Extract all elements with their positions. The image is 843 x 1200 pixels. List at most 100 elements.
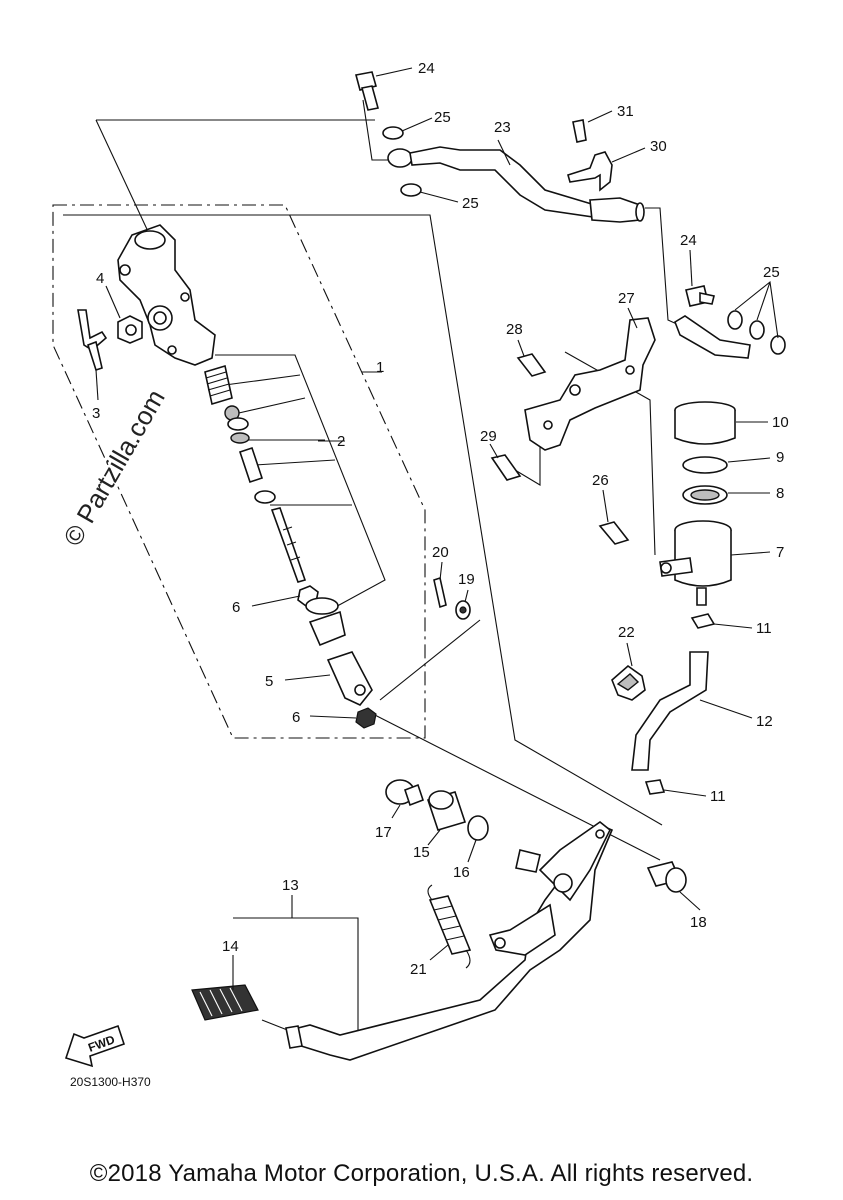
callout-13: 13: [282, 877, 299, 894]
ref-line: [379, 619, 481, 701]
union-bolt-right: [685, 285, 715, 307]
return-spring: [427, 884, 472, 969]
leader: [429, 944, 449, 961]
washer: [227, 417, 249, 431]
bolt-17: [385, 779, 425, 807]
callout-25: 25: [462, 195, 479, 212]
leader: [95, 369, 99, 401]
leader: [254, 459, 336, 466]
callout-3: 3: [92, 405, 100, 422]
leader: [439, 561, 443, 581]
reservoir-tank: [659, 520, 732, 606]
callout-11: 11: [756, 620, 772, 637]
spring: [204, 364, 233, 406]
callout-4: 4: [96, 270, 104, 287]
leader: [427, 829, 441, 846]
hose-end: [674, 315, 751, 359]
leader: [467, 839, 477, 863]
leader: [626, 642, 633, 667]
clevis: [326, 651, 373, 706]
callout-21: 21: [410, 961, 427, 978]
screw-31: [572, 119, 587, 143]
leader: [105, 285, 121, 319]
leader: [391, 804, 401, 819]
leader: [284, 674, 331, 681]
ref-line: [233, 917, 359, 1040]
callout-12: 12: [756, 713, 773, 730]
leader: [699, 699, 753, 719]
leader: [489, 443, 499, 459]
ref-line: [514, 440, 541, 486]
plate-9: [682, 456, 728, 474]
callout-10: 10: [772, 414, 789, 431]
callout-19: 19: [458, 571, 475, 588]
gasket-right-3: [770, 335, 786, 355]
callout-29: 29: [480, 428, 497, 445]
callout-8: 8: [776, 485, 784, 502]
callout-31: 31: [617, 103, 634, 120]
reservoir-cap: [674, 401, 736, 445]
cotter-pin: [433, 576, 447, 609]
callout-11: 11: [710, 788, 726, 805]
leader: [602, 489, 609, 523]
leader: [215, 354, 386, 611]
callout-9: 9: [776, 449, 784, 466]
washer-hole: [459, 606, 467, 614]
callout-25: 25: [434, 109, 451, 126]
gasket-right-1: [727, 310, 743, 330]
ref-line: [95, 119, 153, 241]
hose-clip: [611, 664, 646, 701]
circlip: [254, 490, 276, 504]
union-bolt-top: [355, 71, 379, 111]
group-line: [63, 214, 663, 826]
leader: [663, 789, 707, 797]
leader: [464, 589, 469, 603]
callout-7: 7: [776, 544, 784, 561]
gasket-top-1: [382, 126, 404, 140]
leader: [611, 147, 646, 163]
leader: [309, 715, 357, 719]
clamp-lower: [644, 779, 666, 795]
assembly-outline: [52, 204, 426, 739]
cup: [230, 432, 250, 444]
brake-pedal: [285, 821, 614, 1061]
gasket-top-2: [400, 183, 422, 197]
callout-14: 14: [222, 938, 239, 955]
leader: [497, 139, 511, 166]
leader: [689, 249, 693, 287]
leader: [679, 891, 701, 911]
callout-23: 23: [494, 119, 511, 136]
leader: [730, 551, 771, 556]
bolt-29: [490, 454, 522, 481]
gasket-right-2: [749, 320, 765, 340]
callout-18: 18: [690, 914, 707, 931]
callout-30: 30: [650, 138, 667, 155]
leader: [517, 339, 525, 357]
clamp-upper: [690, 613, 716, 629]
piston: [238, 446, 264, 484]
diaphragm-inner: [690, 489, 720, 501]
brake-hose: [387, 146, 645, 223]
pin-18: [646, 861, 687, 893]
dust-boot-ring: [305, 597, 339, 615]
nut-lower: [355, 707, 377, 729]
master-cylinder-body: [117, 224, 216, 366]
ref-line: [564, 351, 656, 556]
callout-20: 20: [432, 544, 449, 561]
union-pipe: [77, 309, 108, 372]
fitting: [117, 315, 143, 344]
callout-25: 25: [763, 264, 780, 281]
leader: [401, 117, 433, 132]
fwd-arrow: FWD: [64, 1024, 126, 1068]
callout-28: 28: [506, 321, 523, 338]
leader: [375, 67, 413, 77]
hose-holder: [567, 151, 613, 192]
collar-15: [426, 790, 467, 831]
o-ring-16: [467, 815, 489, 841]
bolt-28: [516, 353, 547, 377]
callout-5: 5: [265, 673, 273, 690]
leader: [734, 280, 779, 339]
watermark: © Partzilla.com: [57, 384, 171, 551]
leader: [229, 397, 306, 416]
copyright-notice: ©2018 Yamaha Motor Corporation, U.S.A. A…: [89, 1160, 754, 1187]
